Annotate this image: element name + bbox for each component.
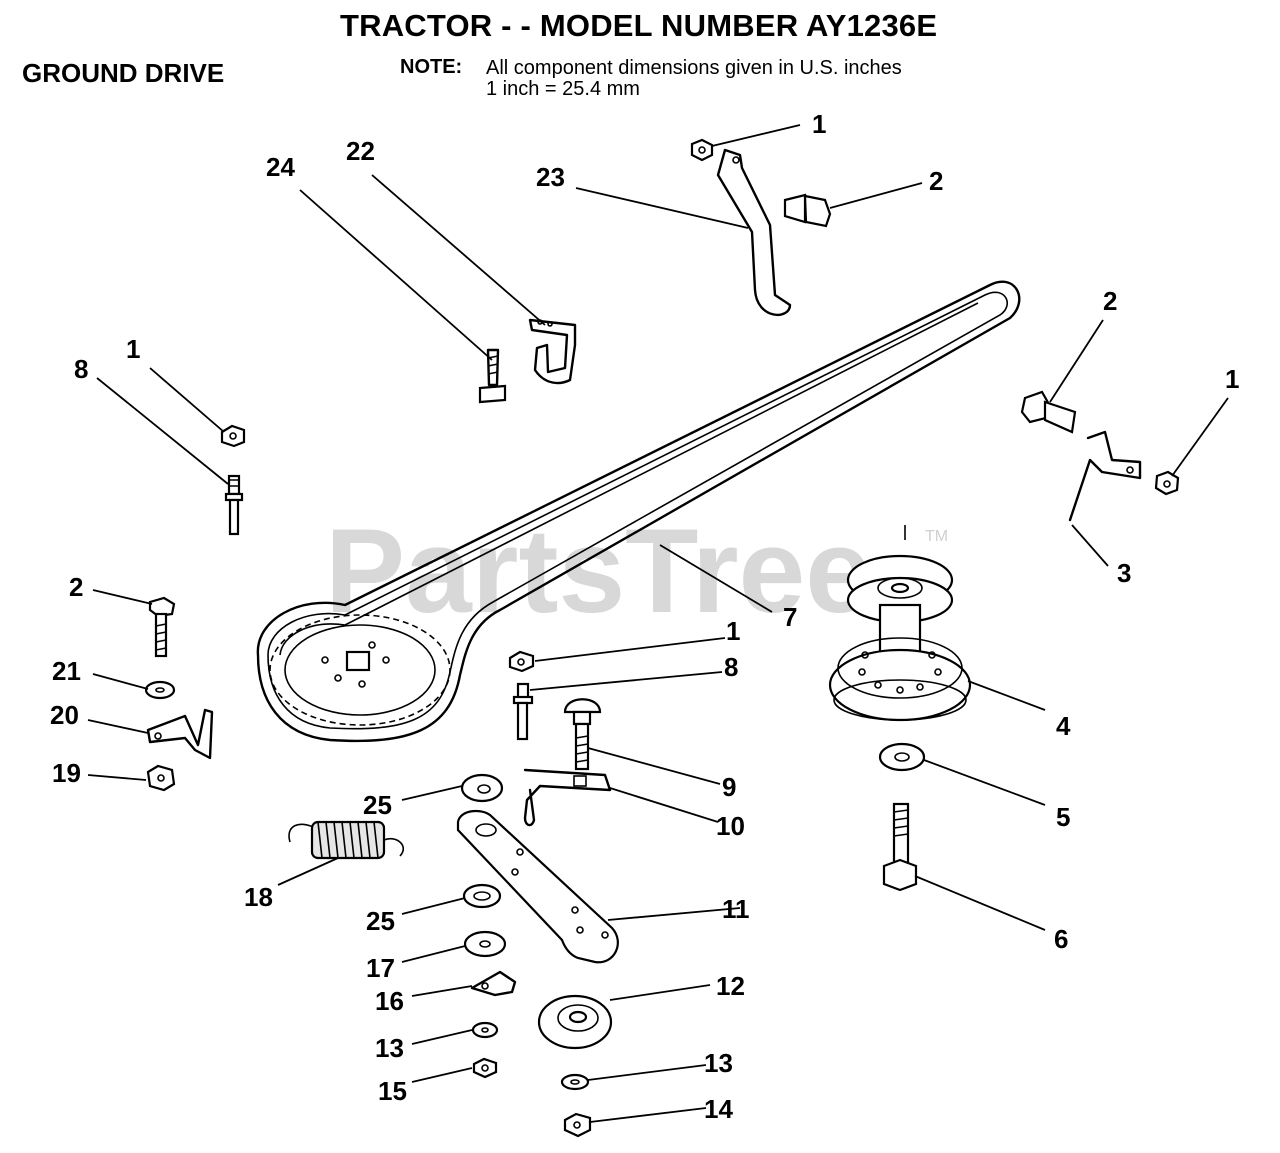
- callout-6: 6: [1054, 924, 1068, 954]
- callout-25: 25: [363, 790, 392, 820]
- callout-8: 8: [724, 652, 738, 682]
- bolt-2b: [1020, 390, 1077, 434]
- callout-1: 1: [726, 616, 740, 646]
- clip-16: [470, 970, 517, 997]
- callout-2: 2: [1103, 286, 1117, 316]
- callout-21: 21: [52, 656, 81, 686]
- washer-25b: [462, 883, 502, 909]
- callout-17: 17: [366, 953, 395, 983]
- stud-8a: [224, 474, 244, 536]
- callout-13: 13: [375, 1033, 404, 1063]
- nut-1c: [220, 424, 246, 448]
- diagram-title: TRACTOR - - MODEL NUMBER AY1236E: [340, 8, 938, 43]
- bolt-6: [882, 802, 918, 892]
- callout-13: 13: [704, 1048, 733, 1078]
- bolt-2c: [148, 596, 176, 658]
- callout-2: 2: [929, 166, 943, 196]
- callout-4: 4: [1056, 711, 1071, 741]
- callout-20: 20: [50, 700, 79, 730]
- callout-12: 12: [716, 971, 745, 1001]
- nut-14: [563, 1112, 592, 1138]
- belt-pulley: [269, 614, 451, 726]
- washer-25a: [460, 773, 504, 803]
- washer-5: [878, 742, 926, 772]
- engine-pulley-4: [828, 525, 972, 722]
- bolt-2a: [783, 193, 832, 228]
- note-label: NOTE:: [400, 56, 463, 78]
- bracket-3: [1068, 430, 1142, 522]
- bracket-23: [716, 148, 792, 316]
- nut-15: [472, 1057, 498, 1079]
- note-line-1: All component dimensions given in U.S. i…: [486, 57, 902, 79]
- nut-1b: [1154, 470, 1180, 496]
- callout-7: 7: [783, 602, 797, 632]
- callout-2: 2: [69, 572, 83, 602]
- callout-labels: 1 2 23 22 24 2 1 1 8 3 7 2 1 8 21 4 20 9…: [50, 109, 1239, 1124]
- stud-8b: [512, 682, 534, 741]
- spring-18: [288, 820, 405, 860]
- bracket-22: [528, 318, 577, 385]
- callout-1: 1: [126, 334, 140, 364]
- bracket-20: [146, 708, 214, 760]
- bolt-9: [563, 698, 602, 771]
- callout-19: 19: [52, 758, 81, 788]
- leader-lines: [87, 124, 1229, 1123]
- washer-13a: [471, 1021, 499, 1039]
- callout-15: 15: [378, 1076, 407, 1106]
- callout-23: 23: [536, 162, 565, 192]
- callout-3: 3: [1117, 558, 1131, 588]
- callout-8: 8: [74, 354, 88, 384]
- section-title: GROUND DRIVE: [22, 58, 225, 88]
- callout-24: 24: [266, 152, 295, 182]
- bracket-10: [523, 768, 612, 827]
- note-line-2: 1 inch = 25.4 mm: [486, 78, 640, 100]
- callout-22: 22: [346, 136, 375, 166]
- callout-1: 1: [1225, 364, 1239, 394]
- callout-18: 18: [244, 882, 273, 912]
- nut-1a: [690, 138, 714, 162]
- washer-17: [463, 930, 507, 958]
- callout-16: 16: [375, 986, 404, 1016]
- washer-21: [144, 680, 176, 700]
- callout-1: 1: [812, 109, 826, 139]
- bolt-24: [478, 348, 507, 404]
- callout-14: 14: [704, 1094, 733, 1124]
- callout-25: 25: [366, 906, 395, 936]
- watermark-tm: TM: [925, 528, 948, 545]
- callout-9: 9: [722, 772, 736, 802]
- drive-belt: [256, 280, 1021, 743]
- idler-pulley-12: [537, 994, 613, 1050]
- callout-10: 10: [716, 811, 745, 841]
- nut-1d: [508, 650, 535, 673]
- callout-5: 5: [1056, 802, 1070, 832]
- nut-19: [146, 764, 176, 792]
- idler-arm-11: [456, 809, 619, 964]
- callout-11: 11: [722, 894, 750, 924]
- washer-13b: [560, 1073, 590, 1091]
